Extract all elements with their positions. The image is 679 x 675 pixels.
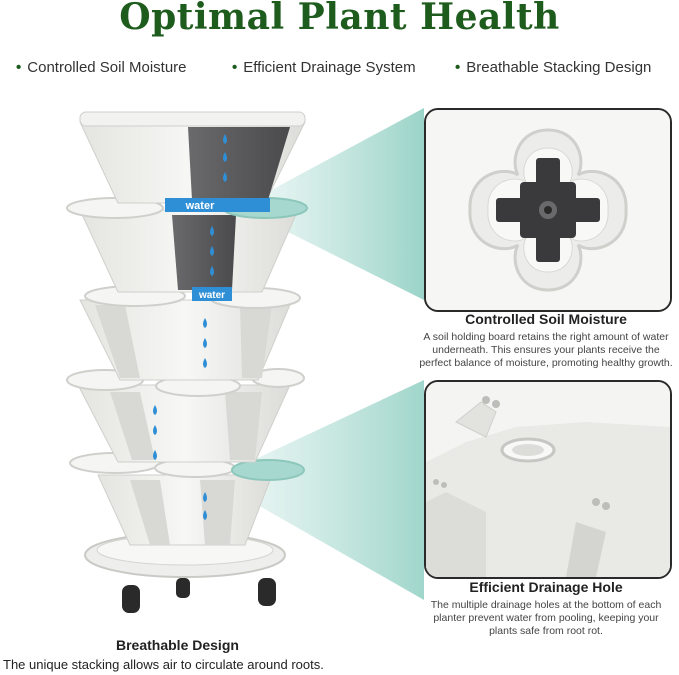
feature-item-soil-moisture: • Controlled Soil Moisture: [16, 59, 187, 76]
bullet-icon: •: [16, 59, 22, 76]
drainage-hole: [482, 396, 490, 404]
bullet-icon: •: [232, 59, 238, 76]
drainage-hole: [433, 479, 439, 485]
drainage-illustration: [426, 382, 670, 577]
callout-soil-body: A soil holding board retains the right a…: [419, 331, 673, 369]
callout-soil-board-image: [424, 108, 672, 312]
feature-label: Breathable Stacking Design: [466, 59, 652, 76]
breathable-title: Breathable Design: [116, 637, 239, 653]
dark-insert: [188, 127, 290, 200]
beam-bottom: [232, 380, 424, 600]
page-title: Optimal Plant Health: [119, 0, 560, 38]
bullet-icon: •: [455, 59, 461, 76]
drainage-hole: [592, 498, 600, 506]
water-drop-icons: [153, 134, 227, 520]
feature-item-stacking: • Breathable Stacking Design: [455, 59, 651, 76]
breathable-body: The unique stacking allows air to circul…: [3, 657, 324, 672]
callout-drainage-image: [424, 380, 672, 579]
drainage-hole: [602, 502, 610, 510]
callout-drainage-title: Efficient Drainage Hole: [469, 579, 623, 595]
dark-insert: [172, 215, 236, 290]
teal-highlight-ring: [231, 459, 305, 481]
beam-top: [262, 108, 424, 300]
callout-soil-title: Controlled Soil Moisture: [465, 311, 627, 327]
callout-drainage-body: The multiple drainage holes at the botto…: [430, 599, 662, 637]
drainage-hole: [441, 482, 447, 488]
drainage-hole: [492, 400, 500, 408]
caster-wheel: [122, 578, 276, 613]
soil-board-illustration: [426, 110, 670, 310]
water-band: [165, 198, 270, 212]
water-label: water: [198, 290, 225, 301]
water-label: water: [185, 200, 215, 212]
water-band: [192, 287, 232, 301]
feature-item-drainage: • Efficient Drainage System: [232, 59, 416, 76]
planter-tier: [97, 474, 273, 546]
feature-label: Controlled Soil Moisture: [27, 59, 187, 76]
feature-label: Efficient Drainage System: [243, 59, 416, 76]
